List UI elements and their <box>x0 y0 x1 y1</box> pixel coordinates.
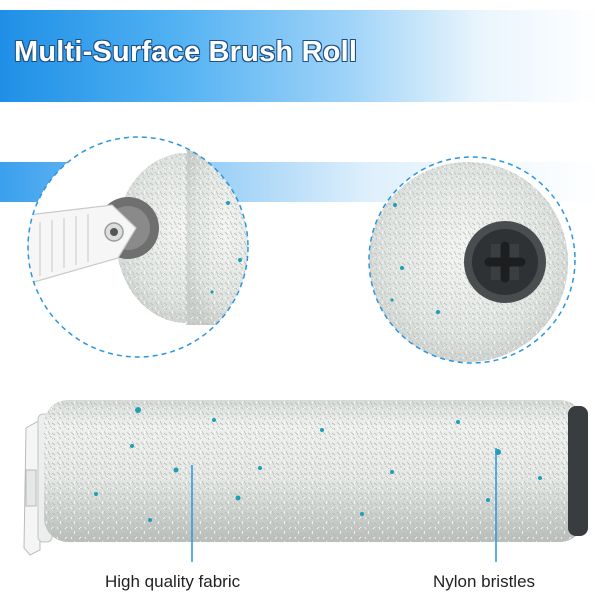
magnified-roll-end-with-bracket <box>27 136 249 358</box>
magnified-roll-end-cap <box>368 156 576 364</box>
title-banner: Multi-Surface Brush Roll <box>0 10 600 102</box>
caption-fabric: High quality fabric <box>105 572 241 591</box>
banner-title: Multi-Surface Brush Roll <box>14 36 358 68</box>
full-brush-roll <box>23 400 588 556</box>
caption-bristles: Nylon bristles <box>433 572 536 591</box>
